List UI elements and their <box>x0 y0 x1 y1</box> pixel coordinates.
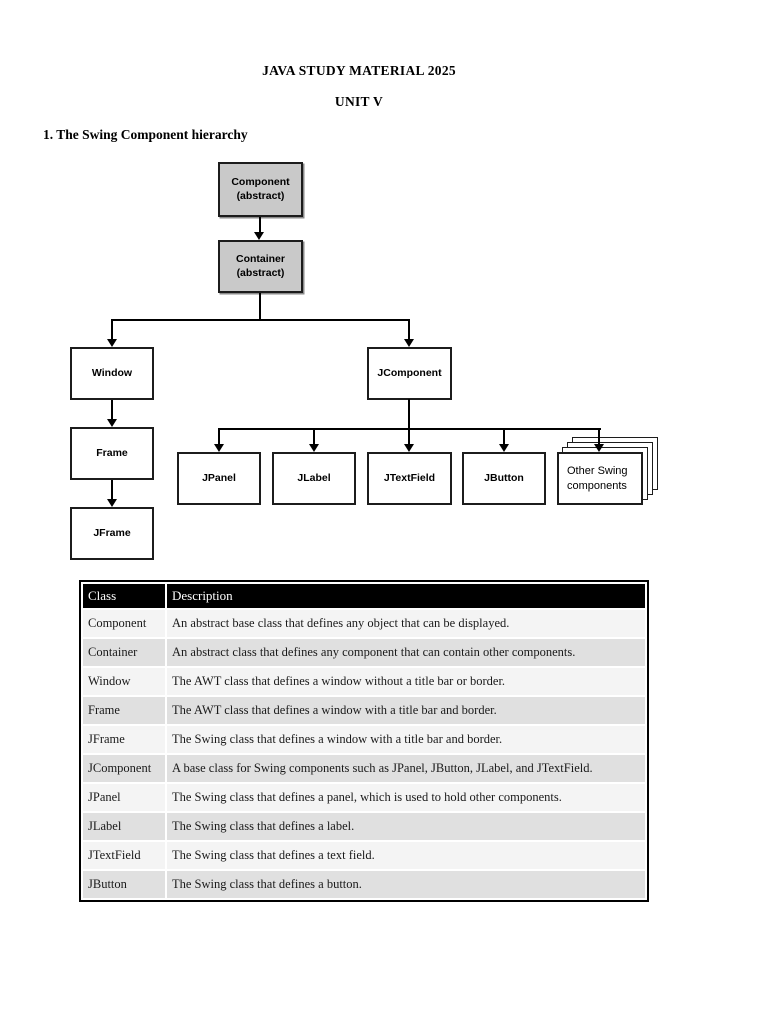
node-jbutton: JButton <box>462 452 546 505</box>
node-container: Container (abstract) <box>218 240 303 293</box>
connector-branch-window-jcomponent <box>111 319 410 321</box>
description-cell: The Swing class that defines a text fiel… <box>167 842 645 869</box>
node-other-swing-label: Other Swing <box>567 465 628 478</box>
node-frame-label: Frame <box>96 446 128 459</box>
node-component-sublabel: (abstract) <box>236 189 285 202</box>
arrowhead-down-icon <box>107 499 117 507</box>
connector-drop-jlabel <box>313 428 315 445</box>
node-window: Window <box>70 347 154 400</box>
section-heading: 1. The Swing Component hierarchy <box>43 127 248 142</box>
connector-drop-other <box>598 428 600 445</box>
arrowhead-down-icon <box>309 444 319 452</box>
page-subtitle: UNIT V <box>334 94 384 109</box>
description-cell: The AWT class that defines a window with… <box>167 697 645 724</box>
node-jtextfield: JTextField <box>367 452 452 505</box>
node-component: Component (abstract) <box>218 162 303 217</box>
connector-frame-jframe <box>111 480 113 500</box>
node-other-swing-sublabel: components <box>567 479 627 492</box>
node-jlabel-label: JLabel <box>297 471 331 484</box>
arrowhead-down-icon <box>254 232 264 240</box>
arrowhead-down-icon <box>404 339 414 347</box>
node-container-label: Container <box>235 252 285 265</box>
description-cell: The AWT class that defines a window with… <box>167 668 645 695</box>
description-cell: An abstract base class that defines any … <box>167 610 645 637</box>
node-jtextfield-label: JTextField <box>383 471 436 484</box>
arrowhead-down-icon <box>214 444 224 452</box>
node-frame: Frame <box>70 427 154 480</box>
description-cell: An abstract class that defines any compo… <box>167 639 645 666</box>
node-jframe: JFrame <box>70 507 154 560</box>
node-container-sublabel: (abstract) <box>236 266 285 279</box>
connector-window-frame <box>111 400 113 420</box>
connector-jcomponent-trunk <box>408 399 410 430</box>
node-jlabel: JLabel <box>272 452 356 505</box>
description-cell: The Swing class that defines a label. <box>167 813 645 840</box>
class-cell: Window <box>83 668 165 695</box>
class-cell: JPanel <box>83 784 165 811</box>
description-cell: A base class for Swing components such a… <box>167 755 645 782</box>
description-column-header: Description <box>167 584 645 608</box>
class-cell: JComponent <box>83 755 165 782</box>
arrowhead-down-icon <box>499 444 509 452</box>
node-jcomponent: JComponent <box>367 347 452 400</box>
connector-drop-jtextfield <box>408 428 410 445</box>
connector-component-container <box>259 217 261 233</box>
description-cell: The Swing class that defines a panel, wh… <box>167 784 645 811</box>
description-cell: The Swing class that defines a window wi… <box>167 726 645 753</box>
arrowhead-down-icon <box>107 339 117 347</box>
node-jpanel: JPanel <box>177 452 261 505</box>
arrowhead-down-icon <box>107 419 117 427</box>
description-cell: The Swing class that defines a button. <box>167 871 645 898</box>
node-other-swing-components: Other Swing components <box>557 452 643 505</box>
page-title: JAVA STUDY MATERIAL 2025 <box>262 63 456 78</box>
class-cell: Container <box>83 639 165 666</box>
class-cell: JFrame <box>83 726 165 753</box>
class-cell: Frame <box>83 697 165 724</box>
connector-drop-jbutton <box>503 428 505 445</box>
class-cell: JLabel <box>83 813 165 840</box>
class-cell: JButton <box>83 871 165 898</box>
node-component-label: Component <box>231 175 290 188</box>
node-jpanel-label: JPanel <box>202 471 236 484</box>
node-jbutton-label: JButton <box>484 471 524 484</box>
class-cell: JTextField <box>83 842 165 869</box>
node-jcomponent-label: JComponent <box>377 366 442 379</box>
connector-drop-jpanel <box>218 428 220 445</box>
class-column-header: Class <box>83 584 165 608</box>
connector-container-trunk <box>259 293 261 320</box>
node-jframe-label: JFrame <box>93 526 131 539</box>
node-window-label: Window <box>91 366 133 379</box>
connector-drop-window <box>111 319 113 340</box>
arrowhead-down-icon <box>594 444 604 452</box>
connector-drop-jcomponent <box>408 319 410 340</box>
class-cell: Component <box>83 610 165 637</box>
arrowhead-down-icon <box>404 444 414 452</box>
